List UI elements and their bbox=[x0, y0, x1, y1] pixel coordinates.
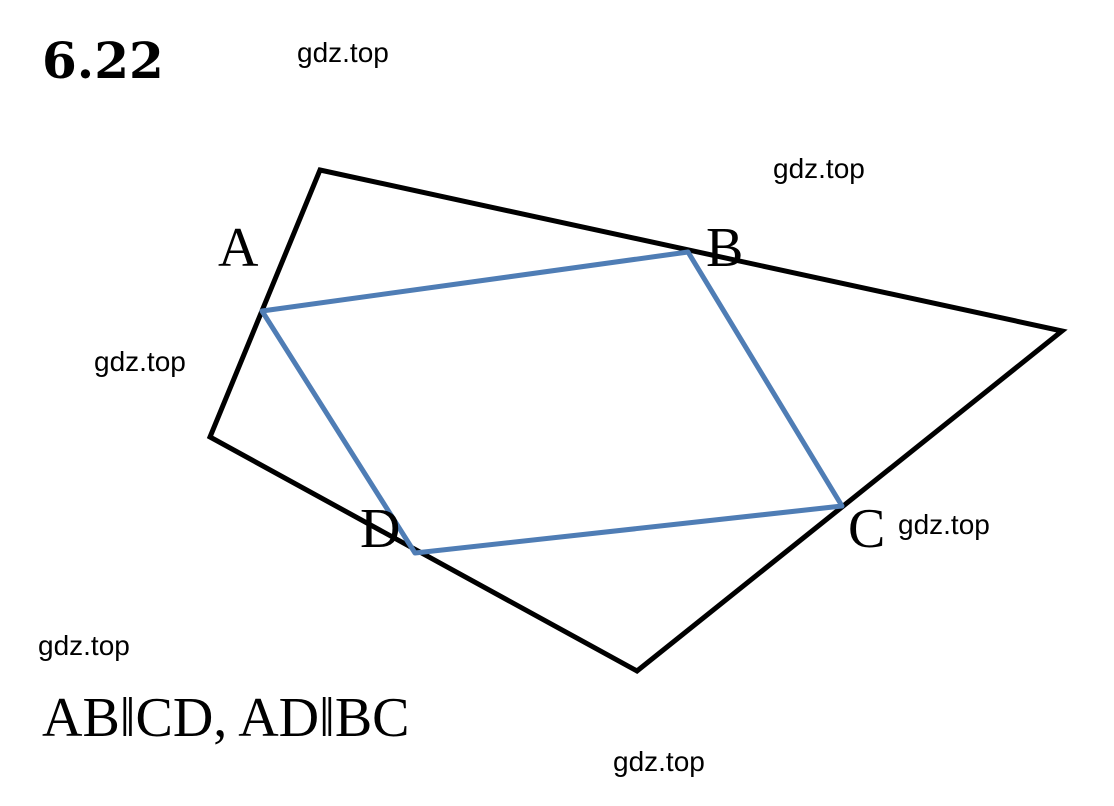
outer-quadrilateral bbox=[206, 167, 1068, 674]
vertex-label-a: A bbox=[218, 217, 259, 279]
watermark-top: gdz.top bbox=[297, 37, 389, 68]
vertex-label-b: B bbox=[706, 217, 743, 279]
vertex-label-d: D bbox=[360, 498, 400, 560]
watermark-bottom: gdz.top bbox=[613, 746, 705, 777]
vertex-label-c: C bbox=[848, 498, 885, 560]
parallel-statement: AB‖CD, AD‖BC bbox=[42, 687, 410, 749]
watermark-left: gdz.top bbox=[94, 346, 186, 377]
watermark-upper-right: gdz.top bbox=[773, 153, 865, 184]
problem-number: 6.22 bbox=[42, 31, 164, 90]
watermark-right: gdz.top bbox=[898, 509, 990, 540]
watermark-lower-left: gdz.top bbox=[38, 630, 130, 661]
parallelogram-abcd bbox=[259, 249, 845, 556]
